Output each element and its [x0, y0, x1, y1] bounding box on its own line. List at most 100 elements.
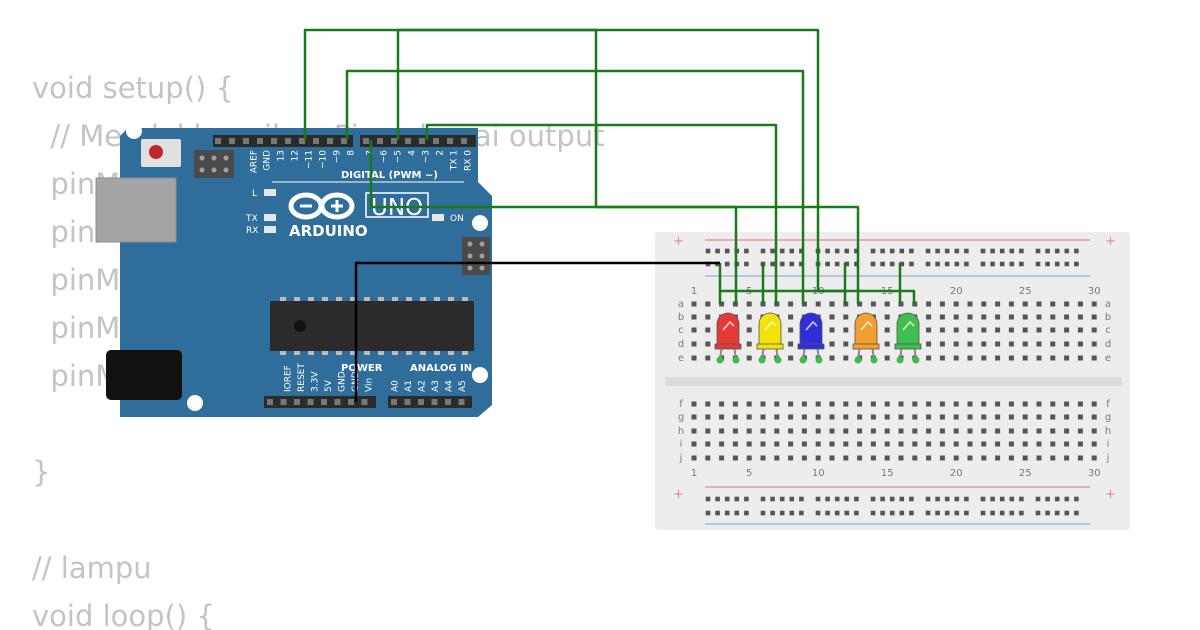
reset-button-cap[interactable] [149, 145, 163, 159]
row-letter: b [678, 312, 684, 323]
power-jack [106, 350, 182, 400]
digital-pin-label: GND [263, 150, 273, 171]
power-pin-label: GND [338, 371, 348, 392]
mounting-hole [472, 215, 488, 231]
row-letter: f [1106, 399, 1110, 410]
mounting-hole [472, 367, 488, 383]
wire-pin11[interactable] [303, 28, 738, 304]
row-letter: h [1105, 426, 1111, 437]
arduino-logo [288, 192, 355, 220]
digital-pin-label: 4 [408, 150, 418, 156]
power-pin-label: 5V [324, 379, 334, 392]
digital-pin-label: ~9 [333, 150, 343, 164]
wire-gnd-bus[interactable] [718, 289, 916, 304]
analog-pin-label: A0 [391, 380, 401, 392]
model-frame [365, 192, 429, 218]
digital-pin-label: ~6 [380, 150, 390, 164]
row-letter: j [679, 453, 683, 464]
bottom-rail-plus-right: + [1105, 487, 1116, 502]
digital-pin-label: 2 [436, 150, 446, 156]
row-letter: f [679, 399, 683, 410]
column-number-top: 30 [1088, 286, 1101, 297]
analog-pin-label: A2 [418, 380, 428, 392]
wire-pin3[interactable] [425, 123, 778, 304]
power-pin-label: 3.3V [311, 371, 321, 392]
blue-led[interactable] [797, 312, 825, 364]
column-number-bottom: 5 [746, 468, 752, 479]
orange-led[interactable] [852, 312, 880, 364]
wire-ground[interactable] [354, 261, 720, 402]
on-led-label: ON [450, 214, 464, 224]
digital-pin-label: ~3 [422, 150, 432, 163]
code-line-1: void setup() { [32, 71, 234, 105]
l-led-label: L [252, 189, 257, 199]
row-letter: i [680, 439, 683, 450]
row-letter: a [678, 299, 684, 310]
center-channel [665, 377, 1122, 386]
digital-pin-label: RX 0 [464, 150, 474, 171]
power-pin-label: RESET [297, 363, 307, 392]
digital-pin-label: ~5 [394, 150, 404, 163]
digital-pin-label: TX 1 [450, 150, 460, 171]
column-number-top: 1 [691, 286, 697, 297]
power-pin-label: IOREF [284, 365, 294, 392]
analog-pin-label: A5 [458, 380, 468, 392]
row-letter: g [678, 412, 684, 423]
row-letter: j [1106, 453, 1110, 464]
code-line-12: void loop() { [32, 599, 215, 630]
wires [303, 28, 916, 402]
l-led [264, 189, 276, 196]
mounting-hole [187, 395, 203, 411]
column-number-bottom: 10 [812, 468, 825, 479]
mounting-hole [126, 123, 142, 139]
tx-led-label: TX [245, 214, 258, 224]
digital-pin-label: 13 [277, 150, 287, 161]
top-rail-plus-right: + [1105, 234, 1116, 249]
wire-pin5[interactable] [396, 28, 847, 304]
row-letter: b [1105, 312, 1111, 323]
rx-led-label: RX [246, 226, 258, 236]
wire-pin8[interactable] [369, 140, 860, 304]
row-letter: c [678, 325, 684, 336]
column-number-top: 20 [950, 286, 963, 297]
column-number-bottom: 20 [950, 468, 963, 479]
analog-header-label: ANALOG IN [410, 363, 472, 374]
digital-pin-label: ~10 [319, 150, 329, 169]
row-letter: e [1105, 353, 1111, 364]
yellow-led[interactable] [756, 312, 784, 364]
power-header-label: POWER [341, 363, 383, 374]
usb-connector [95, 177, 177, 243]
column-number-bottom: 15 [881, 468, 894, 479]
top-rail-plus: + [673, 234, 684, 249]
digital-header-label: DIGITAL (PWM ~) [341, 170, 438, 181]
column-number-bottom: 30 [1088, 468, 1101, 479]
digital-pin-label: ~11 [305, 150, 315, 169]
rx-led [264, 226, 276, 233]
digital-pin-label: 12 [291, 150, 301, 161]
column-number-top: 25 [1019, 286, 1032, 297]
green-led[interactable] [894, 312, 922, 364]
brand-label: ARDUINO [289, 222, 368, 240]
analog-pin-label: A4 [445, 380, 455, 392]
code-line-11: // lampu [32, 551, 152, 585]
row-letter: i [1107, 439, 1110, 450]
column-number-bottom: 1 [691, 468, 697, 479]
power-pin-label: Vin [365, 378, 375, 392]
row-letter: d [1105, 339, 1111, 350]
tx-led [264, 214, 276, 221]
on-led [432, 214, 444, 221]
row-letter: d [678, 339, 684, 350]
led-group [714, 312, 922, 364]
row-letter: a [1105, 299, 1111, 310]
digital-pin-label: 8 [347, 150, 357, 156]
row-letter: c [1105, 325, 1111, 336]
wire-pin10[interactable] [345, 69, 805, 304]
icsp-header [194, 150, 234, 178]
bottom-rail-plus: + [673, 487, 684, 502]
red-led[interactable] [714, 312, 742, 364]
